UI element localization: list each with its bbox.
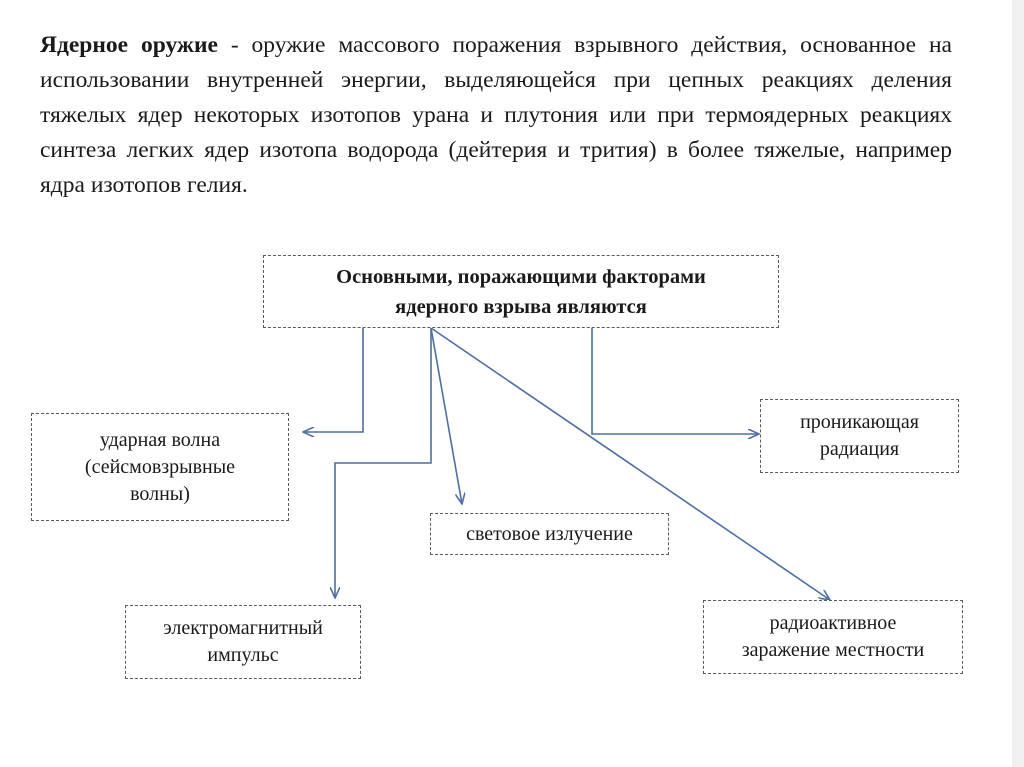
central-box: Основными, поражающими факторами ядерног…: [263, 255, 779, 328]
factor-box-penetrating-radiation: проникающая радиация: [760, 399, 959, 473]
definition-paragraph: Ядерное оружие - оружие массового пораже…: [40, 28, 952, 203]
definition-term: Ядерное оружие: [40, 32, 218, 58]
factor-box-shockwave: ударная волна (сейсмовзрывные волны): [31, 413, 289, 521]
factor-box-emp: электромагнитный импульс: [125, 605, 361, 679]
factor-label: (сейсмовзрывные: [84, 455, 236, 478]
central-box-line2: ядерного взрыва являются: [395, 295, 647, 318]
factor-label: заражение местности: [741, 639, 925, 661]
arrow-to-emp: [335, 328, 432, 598]
factor-label: ударная волна: [99, 428, 221, 451]
factor-box-contamination: радиоактивное заражение местности: [703, 600, 963, 674]
factor-box-light-radiation: световое излучение: [430, 513, 669, 555]
factor-label: проникающая: [800, 411, 919, 433]
arrow-to-penetrating-radiation: [591, 328, 759, 434]
arrow-to-shockwave: [303, 328, 364, 432]
arrow-to-light-radiation: [430, 327, 462, 504]
central-box-line1: Основными, поражающими факторами: [336, 265, 706, 288]
slide-edge: [1012, 0, 1024, 767]
factor-label: волны): [130, 482, 190, 505]
factor-label: электромагнитный: [163, 617, 323, 639]
factor-label: радиация: [819, 438, 900, 460]
definition-text: - оружие массового поражения взрывного д…: [40, 32, 952, 198]
factor-label: импульс: [207, 644, 279, 666]
factor-label: световое излучение: [466, 522, 633, 545]
factor-label: радиоактивное: [769, 612, 897, 634]
